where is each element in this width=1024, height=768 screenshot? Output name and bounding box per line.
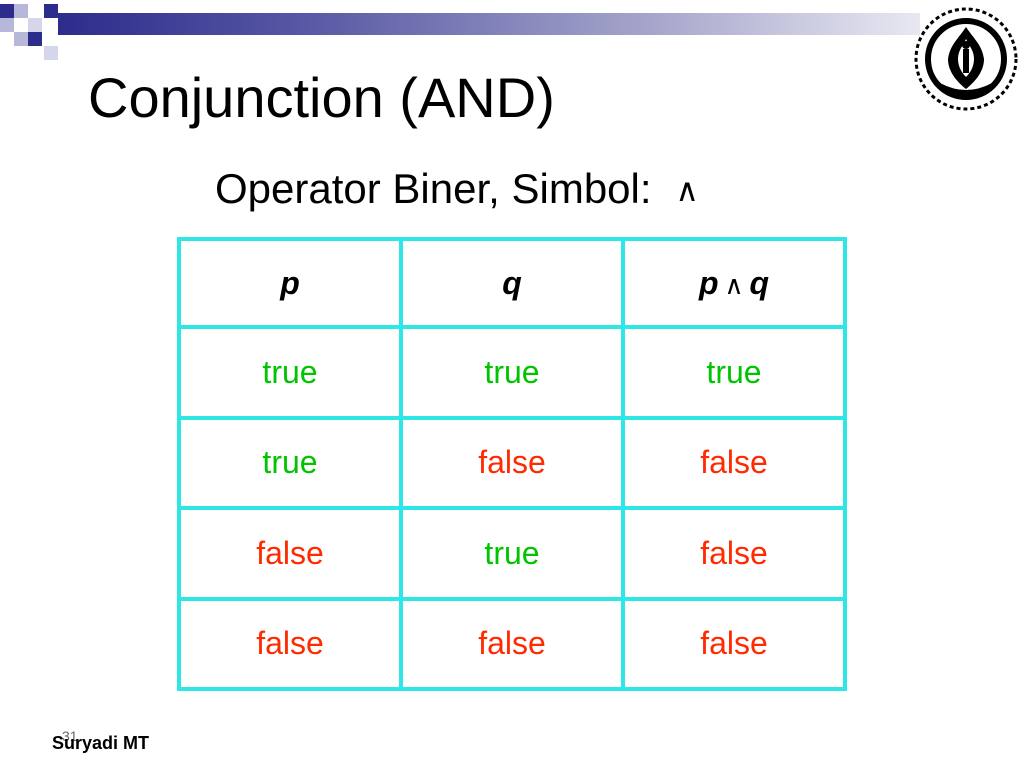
cell-p: true xyxy=(177,415,403,510)
table-row: false true false xyxy=(177,506,847,601)
table-header-row: p q p∧q xyxy=(177,237,847,329)
header-gradient-band xyxy=(58,13,920,35)
cell-q: true xyxy=(399,506,625,601)
decor-square xyxy=(0,18,14,32)
header-decoration xyxy=(0,0,1024,60)
decor-square xyxy=(14,4,28,18)
cell-q: false xyxy=(399,415,625,510)
cell-result: false xyxy=(621,506,847,601)
cell-result: true xyxy=(621,325,847,420)
header-p-and-q-right: q xyxy=(749,264,770,301)
cell-q: false xyxy=(399,596,625,691)
slide-title: Conjunction (AND) xyxy=(88,66,555,129)
university-emblem-icon xyxy=(914,7,1018,111)
cell-result: false xyxy=(621,596,847,691)
header-and-symbol: ∧ xyxy=(724,269,744,300)
subtitle-text: Operator Biner, Simbol: xyxy=(215,165,652,212)
cell-p: true xyxy=(177,325,403,420)
decor-square xyxy=(0,4,14,18)
table-row: true false false xyxy=(177,415,847,510)
cell-p: false xyxy=(177,506,403,601)
header-p-and-q-left: p xyxy=(698,264,719,301)
decor-square xyxy=(44,46,58,60)
truth-table: p q p∧q true true true true false false … xyxy=(177,237,847,691)
decor-square xyxy=(14,32,28,46)
decor-square xyxy=(28,32,42,46)
page-number: 31 xyxy=(62,728,78,744)
decor-square xyxy=(44,4,58,18)
header-p-and-q: p∧q xyxy=(621,237,847,329)
table-row: false false false xyxy=(177,596,847,691)
header-q: q xyxy=(399,237,625,329)
slide-subtitle: Operator Biner, Simbol: ∧ xyxy=(215,164,699,214)
decor-square xyxy=(28,18,42,32)
footer-author: Suryadi MT xyxy=(52,733,150,753)
and-symbol: ∧ xyxy=(675,172,699,208)
cell-p: false xyxy=(177,596,403,691)
header-p: p xyxy=(177,237,403,329)
table-row: true true true xyxy=(177,325,847,420)
cell-result: false xyxy=(621,415,847,510)
cell-q: true xyxy=(399,325,625,420)
